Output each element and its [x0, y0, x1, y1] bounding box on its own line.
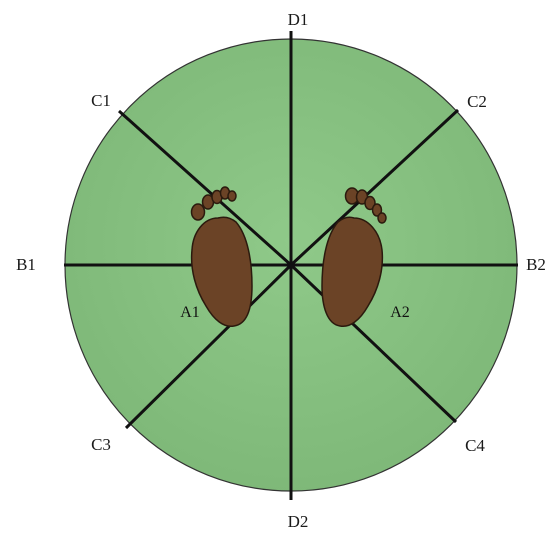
label-c3: C3 — [91, 435, 111, 454]
label-c4: C4 — [465, 436, 485, 455]
direction-lines — [64, 31, 518, 500]
label-a1: A1 — [180, 304, 200, 321]
label-b1: B1 — [16, 255, 36, 274]
label-b2: B2 — [526, 255, 546, 274]
label-d1: D1 — [288, 10, 309, 29]
label-c2: C2 — [467, 92, 487, 111]
label-a2: A2 — [390, 304, 410, 321]
label-c1: C1 — [91, 91, 111, 110]
label-d2: D2 — [288, 512, 309, 531]
